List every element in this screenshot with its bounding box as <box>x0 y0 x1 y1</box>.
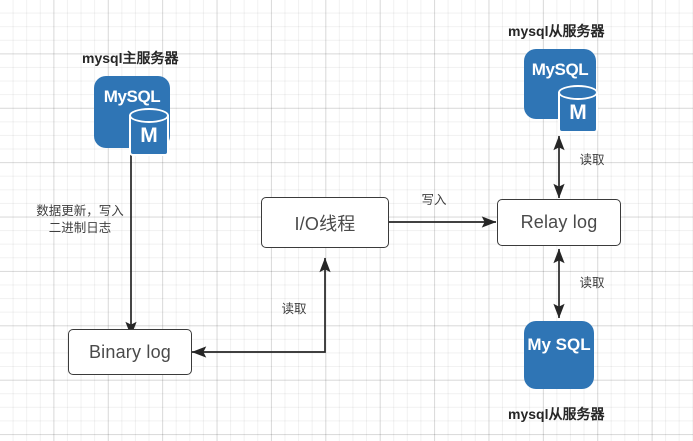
edge-label-relaylog-to-slave-bottom: 读取 <box>579 276 605 290</box>
edge-label-relaylog-to-slave-top: 读取 <box>579 153 605 167</box>
edge-label-master-to-binlog: 数据更新，写入 二进制日志 <box>25 203 135 237</box>
mysql-master-brand-label: MySQL <box>103 87 161 106</box>
mysql-master-db-letter: M <box>140 124 158 147</box>
edge-label-master-to-binlog-line1: 数据更新，写入 <box>36 204 124 218</box>
io-thread-box[interactable]: I/O线程 <box>261 197 389 248</box>
database-cylinder-icon: M <box>129 108 169 156</box>
edge-label-master-to-binlog-line2: 二进制日志 <box>48 221 112 235</box>
mysql-master-icon[interactable]: MySQL M <box>94 76 170 156</box>
slave-top-caption: mysql从服务器 <box>508 23 605 39</box>
mysql-slave-top-db-letter: M <box>569 101 587 124</box>
mysql-slave-bottom-brand-label: My SQL <box>527 335 591 354</box>
slave-bottom-caption: mysql从服务器 <box>508 406 605 422</box>
edge-label-iothread-to-relaylog: 写入 <box>421 193 447 207</box>
mysql-slave-top-brand-label: MySQL <box>531 60 589 79</box>
relay-log-box[interactable]: Relay log <box>497 199 621 246</box>
database-cylinder-icon: M <box>558 85 598 133</box>
binary-log-box[interactable]: Binary log <box>68 329 192 375</box>
master-server-caption: mysql主服务器 <box>82 50 179 66</box>
edge-label-binlog-to-iothread: 读取 <box>281 302 307 316</box>
mysql-slave-bottom-icon[interactable]: My SQL <box>524 321 594 389</box>
mysql-slave-top-icon[interactable]: MySQL M <box>524 49 598 133</box>
